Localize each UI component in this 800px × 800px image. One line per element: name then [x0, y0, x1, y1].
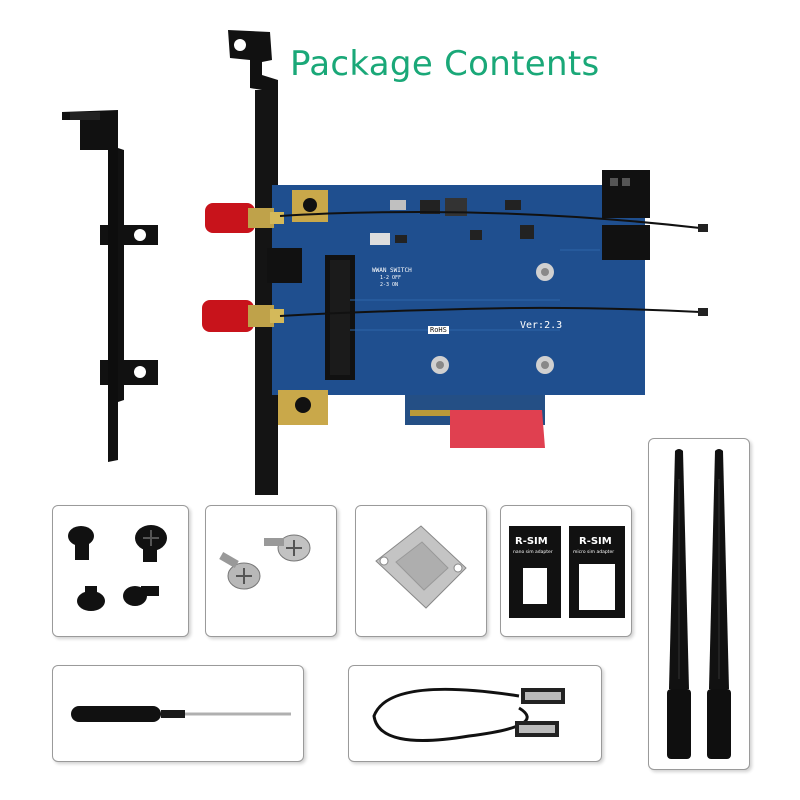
pcb-switch-label: WWAN SWITCH [372, 267, 412, 274]
ufl-connector-bottom [698, 308, 708, 316]
pigtail-cables [279, 210, 701, 317]
pcie-adapter-image [62, 30, 708, 495]
sim-adapters-image [509, 526, 625, 618]
silver-screws-box [205, 505, 337, 637]
screwdriver-box [52, 665, 304, 762]
antennas-image [667, 449, 731, 759]
ufl-connector-top [698, 224, 708, 232]
low-profile-bracket [62, 110, 158, 462]
usb-header-cable-image [372, 687, 565, 742]
sim-label-nano: R-SIM [515, 536, 548, 547]
silver-screws-image [219, 534, 311, 590]
black-screws-box [52, 505, 189, 637]
pcb-board [267, 170, 650, 448]
usb-cable-box [348, 665, 602, 762]
full-height-bracket [228, 30, 278, 495]
sim-sub-nano: nano sim adapter [513, 550, 553, 555]
half-size-bracket-image [375, 525, 467, 609]
screwdriver-image [71, 706, 291, 722]
rohs-mark: RoHS [428, 326, 449, 334]
pcb-switch-line1: 1-2 OFF [380, 275, 402, 281]
sim-label-micro: R-SIM [579, 536, 612, 547]
pcb-version: Ver:2.3 [520, 320, 563, 331]
black-screws-image [68, 525, 167, 611]
pcb-switch-line2: 2-3 ON [380, 282, 399, 288]
sma-connector-top [205, 203, 284, 233]
mini-pcie-bracket-box [355, 505, 487, 637]
page-title: Package Contents [290, 44, 600, 84]
sim-adapters-box: R-SIM nano sim adapter R-SIM micro sim a… [500, 505, 632, 637]
sma-connector-bottom [202, 300, 284, 332]
sim-sub-micro: micro sim adapter [573, 550, 615, 555]
antennas-box [648, 438, 750, 770]
